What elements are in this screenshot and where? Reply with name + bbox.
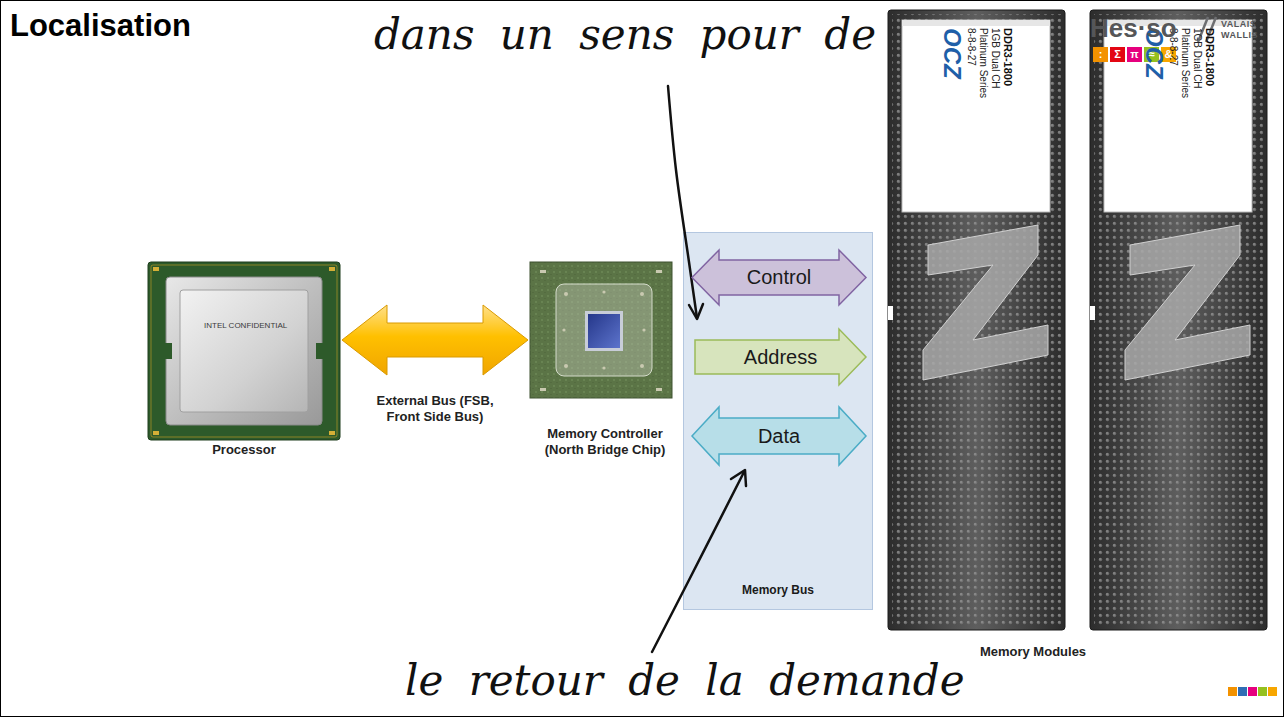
logo-symbol: Σ [1110,47,1125,62]
cpu-notch [316,343,326,359]
cpu-pad [329,267,335,271]
heat-spreader-stripe [923,225,1048,380]
chip-marking: INTEL CONFIDENTIAL [204,321,287,330]
node-caption: Memory Modules [980,644,1086,660]
chip-die [588,314,620,348]
module-sticker [902,20,1050,212]
school-logo-region: WALLIS [1221,30,1258,40]
bus-arrow-outline [692,250,866,305]
memory-module-illustration [1090,10,1267,630]
node-caption: Processor [212,442,276,458]
cpu-plate [180,290,308,412]
module-notch [1090,306,1095,320]
logo-symbol: π [1127,47,1142,62]
chip-components [540,270,662,391]
module-spec: DDR3-1800 [1203,28,1216,86]
cpu-pad [329,431,335,435]
heat-spreader [888,10,1065,630]
logo-symbol: & [1161,47,1176,62]
control-bus-arrow: Control [691,249,867,306]
bus-arrow-outline [692,407,866,465]
memory-controller-node: Memory Controller (North Bridge Chip) [530,262,680,458]
bus-arrow-outline [695,329,866,385]
processor-node: Processor [148,262,340,458]
connector-label: External Bus (FSB, Front Side Bus) [365,393,505,425]
leader-line [652,472,744,652]
module-spec: 1GB Dual CH [989,28,1001,89]
cpu-pad [153,267,159,271]
handwritten-note: le retour de la demande [405,656,965,705]
memory-module-illustration [888,10,1065,630]
module-spec: DDR3-1800 [1001,28,1014,86]
chip-die-frame [585,311,623,351]
cpu-pad [153,431,159,435]
logo-square [1127,47,1142,62]
processor-illustration [148,262,340,440]
leader-arrowhead [689,304,703,319]
handwritten-note: dans un sens pour de [374,10,876,59]
heat-spreader-texture [1094,14,1263,626]
memory-bus-panel: Memory Bus ControlAddressData [683,232,873,610]
school-logo-region: VALAIS [1221,19,1256,29]
footer-logo-squares [1228,687,1277,696]
module-sticker-band [902,20,1050,26]
module-spec: Platinum Series [1179,28,1191,98]
bus-name: Address [744,346,817,369]
heat-spreader-texture [892,14,1061,626]
leader-arrowhead [731,470,746,486]
panel-caption: Memory Bus [742,583,814,597]
module-spec: Platinum Series [977,28,989,98]
slide-title: Localisation [10,8,191,44]
chip-package [556,284,652,376]
cpu-pcb [148,262,340,440]
chip-pcb [530,262,672,398]
module-notch [888,306,893,320]
logo-square [1093,47,1108,62]
module-spec: 8-8-8-27 [965,28,977,66]
bus-connector [342,305,528,375]
module-sticker [1104,20,1252,212]
leader-line [668,86,697,318]
controller-illustration [530,262,672,398]
logo-symbol: ≈ [1144,47,1159,62]
address-bus-arrow: Address [694,328,867,386]
cpu-heat-spreader [166,277,322,425]
cpu-pcb-edge [151,265,337,437]
bus-name: Control [747,266,811,289]
module-sticker-text: OCZ DDR3-18001GB Dual CHPlatinum Series8-… [939,28,1014,204]
heat-spreader-stripe [1125,225,1250,380]
module-spec: 1GB Dual CH [1191,28,1203,89]
bus-name: Data [758,425,800,448]
node-caption: Memory Controller (North Bridge Chip) [530,426,680,458]
memory-modules-node: Memory Modules [888,10,1268,660]
logo-square [1110,47,1125,62]
logo-symbol: : [1093,47,1108,62]
school-logo-text: Hes·so [1090,13,1177,44]
module-brand: OCZ [939,28,965,79]
cpu-notch [162,343,172,359]
data-bus-arrow: Data [691,406,867,466]
heat-spreader [1090,10,1267,630]
